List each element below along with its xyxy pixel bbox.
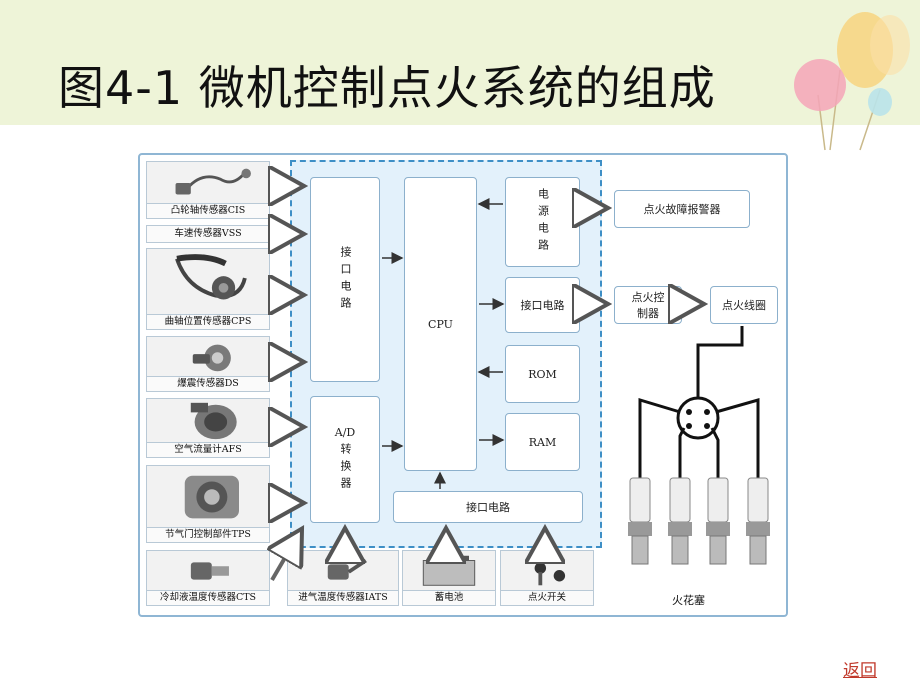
rom-label: ROM [528,367,557,381]
sensor-label: 空气流量计AFS [147,442,269,457]
ad-converter-label: A/D [334,425,356,439]
ignition-alarm-box: 点火故障报警器 [614,190,750,228]
interface-circuit-label: 接口电路 [339,245,352,314]
input-label: 点火开关 [501,590,593,605]
sensor-label: 冷却液温度传感器CTS [147,590,269,605]
input-label: 蓄电池 [403,590,495,605]
input-label: 进气温度传感器IATS [288,590,398,605]
header-band [0,0,920,125]
ignition-key-icon [501,551,593,591]
balloons-decoration-icon [794,12,910,151]
bottom-interface-box: 接口电路 [393,491,583,523]
sensor-label: 凸轮轴传感器CIS [147,203,269,218]
output-interface-box: 接口电路 [505,277,580,333]
sensor-iats: 进气温度传感器IATS [287,550,399,606]
return-link[interactable]: 返回 [843,661,877,681]
crank-sensor-icon [147,249,269,315]
sensor-cps: 曲轴位置传感器CPS [146,248,270,330]
ignition-coil-box: 点火线圈 [710,286,778,324]
sensor-cis: 凸轮轴传感器CIS [146,161,270,219]
cam-sensor-icon [147,162,269,204]
igniter-label: 点火控制器 [631,291,665,320]
ad-converter-label-2: 转换器 [339,442,352,494]
throttle-body-icon [147,466,269,528]
sensor-vss: 车速传感器VSS [146,225,270,243]
sensor-label: 爆震传感器DS [147,376,269,391]
sensor-label: 车速传感器VSS [147,226,269,242]
spark-plugs-label: 火花塞 [672,594,705,607]
igniter-box: 点火控制器 [614,286,682,324]
cpu-box: CPU [404,177,477,471]
ad-converter-box: A/D 转换器 [310,396,380,523]
sensor-afs: 空气流量计AFS [146,398,270,458]
power-circuit-label: 电源电路 [536,188,550,256]
ram-box: RAM [505,413,580,471]
knock-sensor-icon [147,337,269,377]
ram-label: RAM [528,435,557,449]
sensor-tps: 节气门控制部件TPS [146,465,270,543]
sensor-label: 曲轴位置传感器CPS [147,314,269,329]
interface-circuit-box: 接口电路 [310,177,380,382]
ignition-coil-label: 点火线圈 [722,299,766,312]
sensor-ds: 爆震传感器DS [146,336,270,392]
airflow-meter-icon [147,399,269,443]
battery-icon [403,551,495,591]
output-interface-label: 接口电路 [520,299,565,312]
cpu-label: CPU [428,317,453,331]
page-title: 图4-1 微机控制点火系统的组成 [58,61,716,115]
input-ignition-switch: 点火开关 [500,550,594,606]
bottom-interface-label: 接口电路 [466,501,510,514]
sensor-cts: 冷却液温度传感器CTS [146,550,270,606]
sensor-label: 节气门控制部件TPS [147,527,269,542]
power-circuit-box: 电源电路 [505,177,580,267]
ignition-alarm-label: 点火故障报警器 [643,203,721,216]
input-battery: 蓄电池 [402,550,496,606]
intake-temp-sensor-icon [288,551,398,591]
coolant-sensor-icon [147,551,269,591]
rom-box: ROM [505,345,580,403]
